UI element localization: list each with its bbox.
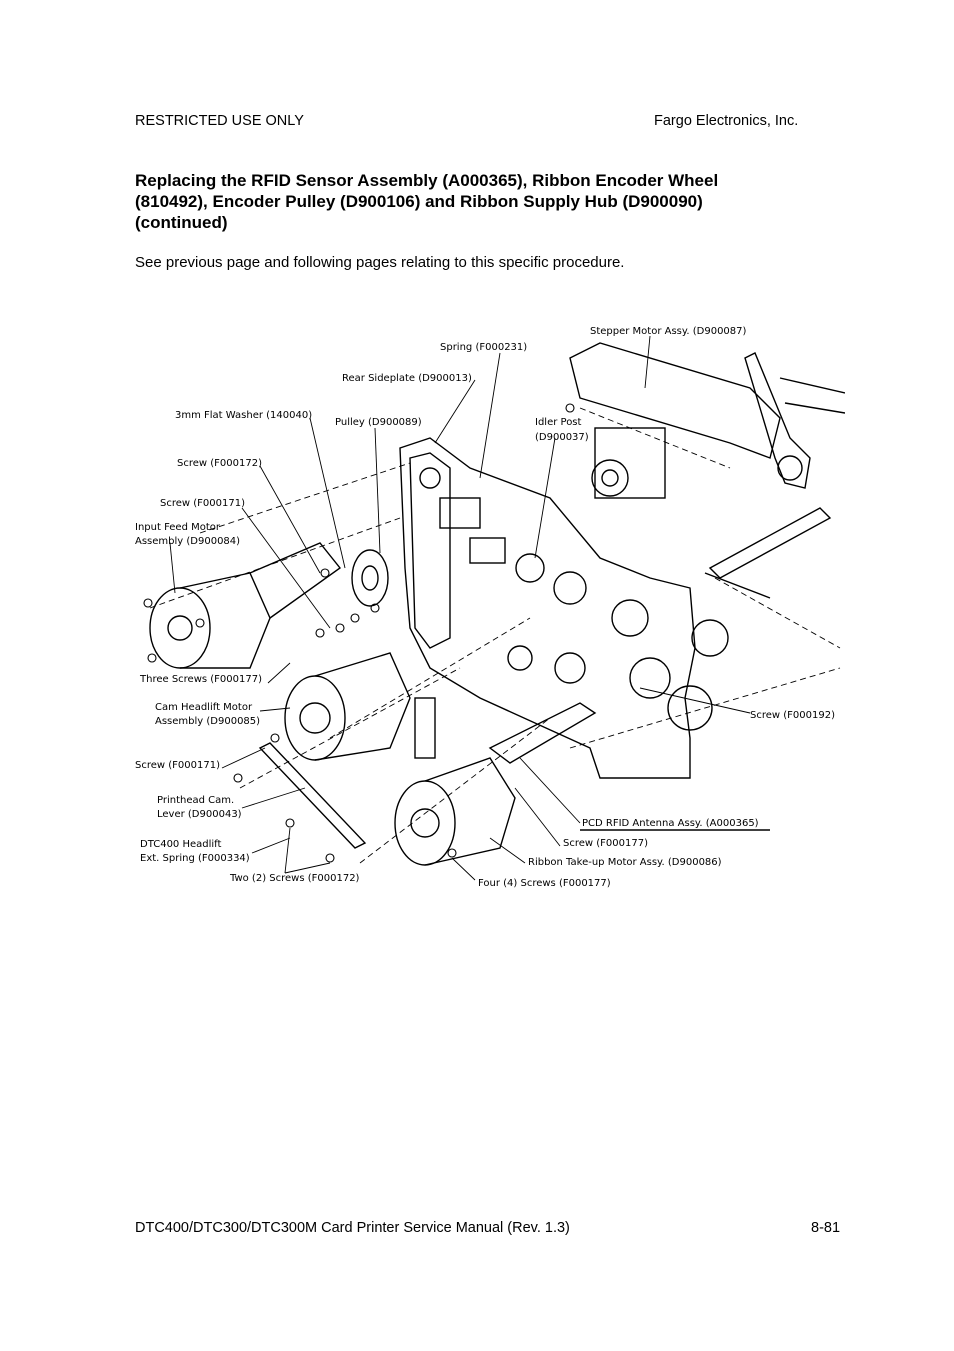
label-idler-post-2: (D900037)	[535, 432, 589, 443]
label-pcd-rfid: PCD RFID Antenna Assy. (A000365)	[582, 818, 759, 829]
label-ribbon-takeup: Ribbon Take-up Motor Assy. (D900086)	[528, 857, 722, 868]
label-three-screws: Three Screws (F000177)	[139, 674, 262, 685]
label-two-screws: Two (2) Screws (F000172)	[229, 873, 360, 884]
label-screw-f000177: Screw (F000177)	[563, 838, 648, 849]
diagram-svg: Stepper Motor Assy. (D900087) Spring (F0…	[135, 326, 845, 889]
label-screw-f000192: Screw (F000192)	[750, 710, 835, 721]
label-printhead-cam-2: Lever (D900043)	[157, 809, 242, 820]
label-cam-headlift-1: Cam Headlift Motor	[155, 702, 253, 713]
label-four-screws: Four (4) Screws (F000177)	[478, 878, 611, 889]
section-title: Replacing the RFID Sensor Assembly (A000…	[135, 170, 825, 233]
label-screw-f000172: Screw (F000172)	[177, 458, 262, 469]
footer-left: DTC400/DTC300/DTC300M Card Printer Servi…	[135, 1220, 570, 1236]
label-spring: Spring (F000231)	[440, 342, 527, 353]
label-printhead-cam-1: Printhead Cam.	[157, 795, 234, 806]
header-left: RESTRICTED USE ONLY	[135, 113, 304, 129]
mechanism-drawing	[143, 342, 845, 866]
title-line-2: (810492), Encoder Pulley (D900106) and R…	[135, 192, 703, 211]
dashed-assembly-lines	[149, 407, 841, 864]
label-dtc400-headlift-2: Ext. Spring (F000334)	[140, 853, 250, 864]
label-input-feed-2: Assembly (D900084)	[135, 536, 240, 547]
label-cam-headlift-2: Assembly (D900085)	[155, 716, 260, 727]
label-idler-post-1: Idler Post	[535, 417, 582, 428]
leader-lines	[169, 335, 770, 881]
label-pulley: Pulley (D900089)	[335, 417, 422, 428]
label-stepper-motor: Stepper Motor Assy. (D900087)	[590, 326, 747, 337]
title-line-1: Replacing the RFID Sensor Assembly (A000…	[135, 171, 719, 190]
label-input-feed-1: Input Feed Motor	[135, 522, 221, 533]
label-flat-washer: 3mm Flat Washer (140040)	[175, 410, 312, 421]
label-screw-f000171-bottom: Screw (F000171)	[135, 760, 220, 771]
page-number: 8-81	[811, 1220, 841, 1236]
title-line-3: (continued)	[135, 213, 228, 232]
label-screw-f000171-top: Screw (F000171)	[160, 498, 245, 509]
intro-paragraph: See previous page and following pages re…	[135, 254, 625, 271]
exploded-parts-diagram: Stepper Motor Assy. (D900087) Spring (F0…	[130, 318, 845, 898]
label-dtc400-headlift-1: DTC400 Headlift	[140, 839, 222, 850]
header-right: Fargo Electronics, Inc.	[654, 113, 799, 129]
part-labels: Stepper Motor Assy. (D900087) Spring (F0…	[135, 326, 835, 889]
label-rear-sideplate: Rear Sideplate (D900013)	[342, 373, 472, 384]
